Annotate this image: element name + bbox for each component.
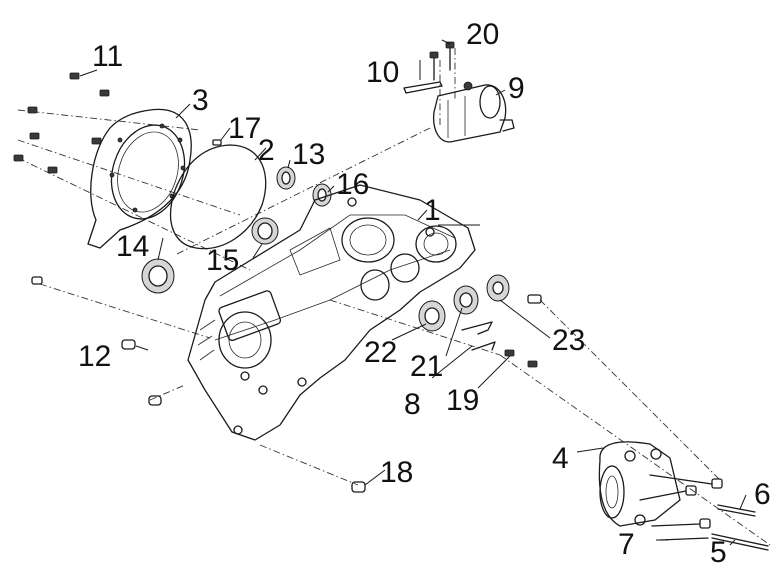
assembly-axes xyxy=(17,48,771,546)
crankcase-1 xyxy=(187,184,480,441)
leader-lines xyxy=(79,39,747,546)
callout-8: 8 xyxy=(404,388,421,421)
pin-17 xyxy=(212,139,222,146)
seal-15 xyxy=(251,217,279,245)
bearing-22 xyxy=(418,300,446,332)
rod-5 xyxy=(711,533,769,551)
callout-2: 2 xyxy=(258,134,275,167)
bracket-10 xyxy=(403,81,443,94)
callout-10: 10 xyxy=(366,56,399,89)
callout-labels: 1 2 3 4 5 6 7 8 9 10 11 12 13 14 15 16 1… xyxy=(78,18,771,569)
pin-12 xyxy=(121,339,136,350)
callout-14: 14 xyxy=(116,230,149,263)
callout-18: 18 xyxy=(380,456,413,489)
callout-22: 22 xyxy=(364,336,397,369)
callout-21: 21 xyxy=(410,350,443,383)
callout-23: 23 xyxy=(552,324,585,357)
bolts-7 xyxy=(639,474,723,541)
callout-6: 6 xyxy=(754,478,771,511)
side-cover-4 xyxy=(598,441,681,527)
callout-1: 1 xyxy=(424,194,441,227)
cover-plate-3 xyxy=(87,108,192,249)
callout-9: 9 xyxy=(508,72,525,105)
seal-14 xyxy=(141,258,175,294)
pin-18 xyxy=(351,481,366,493)
callout-16: 16 xyxy=(336,168,369,201)
screws-19 xyxy=(504,349,538,368)
rod-6 xyxy=(717,504,756,517)
callout-4: 4 xyxy=(552,442,569,475)
seal-16 xyxy=(312,183,332,207)
dowel-right xyxy=(527,294,542,304)
callout-19: 19 xyxy=(446,384,479,417)
bolt-20 xyxy=(429,41,455,81)
callout-17: 17 xyxy=(228,112,261,145)
bearing-23 xyxy=(486,274,510,302)
gasket-2 xyxy=(170,144,267,250)
clip-8 xyxy=(461,321,496,351)
callout-12: 12 xyxy=(78,340,111,373)
callout-11: 11 xyxy=(92,40,123,73)
bearing-21 xyxy=(453,285,479,315)
callout-5: 5 xyxy=(710,536,727,569)
callout-7: 7 xyxy=(618,528,635,561)
callout-13: 13 xyxy=(292,138,325,171)
starter-motor-9 xyxy=(432,81,515,143)
callout-15: 15 xyxy=(206,244,239,277)
pin-left-mid xyxy=(148,395,162,406)
bolts-11 xyxy=(13,72,110,174)
callout-3: 3 xyxy=(192,84,209,117)
callout-20: 20 xyxy=(466,18,499,51)
seal-13 xyxy=(276,166,296,190)
pin-left-top xyxy=(31,276,43,285)
